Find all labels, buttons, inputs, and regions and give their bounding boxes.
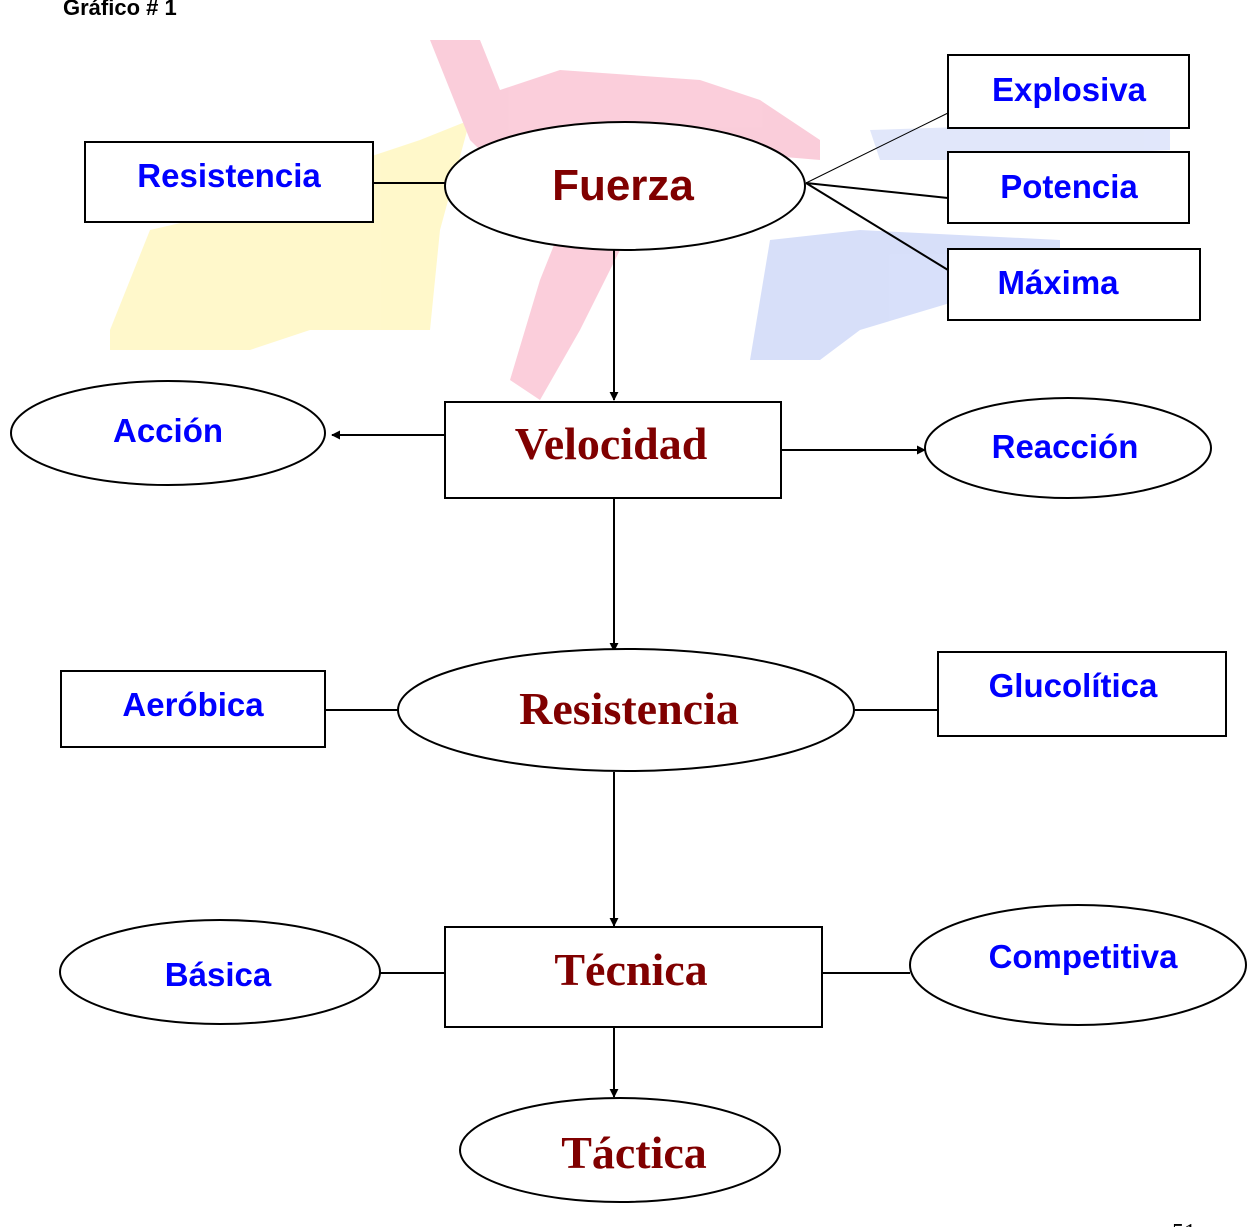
watermark-logo [110,40,1170,400]
diagram-caption: Gráfico # 1 [63,0,177,20]
svg-text:Glucolítica: Glucolítica [989,667,1158,704]
node-accion: Acción [10,380,326,486]
svg-text:Máxima: Máxima [997,264,1119,301]
node-potencia: Potencia [947,151,1190,224]
svg-text:Reacción: Reacción [992,428,1139,465]
node-velocidad: Velocidad [444,401,782,499]
node-aerobica: Aeróbica [60,670,326,748]
svg-text:Táctica: Táctica [561,1127,707,1178]
svg-text:Explosiva: Explosiva [992,71,1147,108]
svg-text:Técnica: Técnica [554,944,707,995]
node-tecnica: Técnica [444,926,823,1028]
node-explosiva: Explosiva [947,54,1190,129]
node-resistencia: Resistencia [397,648,855,772]
node-tactica: Táctica [459,1097,781,1203]
page-number: 51 [1172,1220,1196,1227]
node-reaccion: Reacción [924,397,1212,499]
connectors [325,112,949,1098]
svg-text:Acción: Acción [113,412,223,449]
svg-text:Resistencia: Resistencia [137,157,321,194]
svg-text:Velocidad: Velocidad [515,418,708,469]
svg-text:Fuerza: Fuerza [552,161,694,210]
svg-text:Aeróbica: Aeróbica [122,686,264,723]
node-fuerza: Fuerza [444,121,806,251]
node-competitiva: Competitiva [909,904,1247,1026]
svg-text:Resistencia: Resistencia [519,683,739,734]
svg-text:Competitiva: Competitiva [989,938,1179,975]
node-resistencia-fuerza: Resistencia [84,141,374,223]
node-glucolitica: Glucolítica [937,651,1227,737]
svg-text:Potencia: Potencia [1000,168,1138,205]
node-basica: Básica [59,919,381,1025]
node-maxima: Máxima [947,248,1201,321]
svg-text:Básica: Básica [165,956,272,993]
